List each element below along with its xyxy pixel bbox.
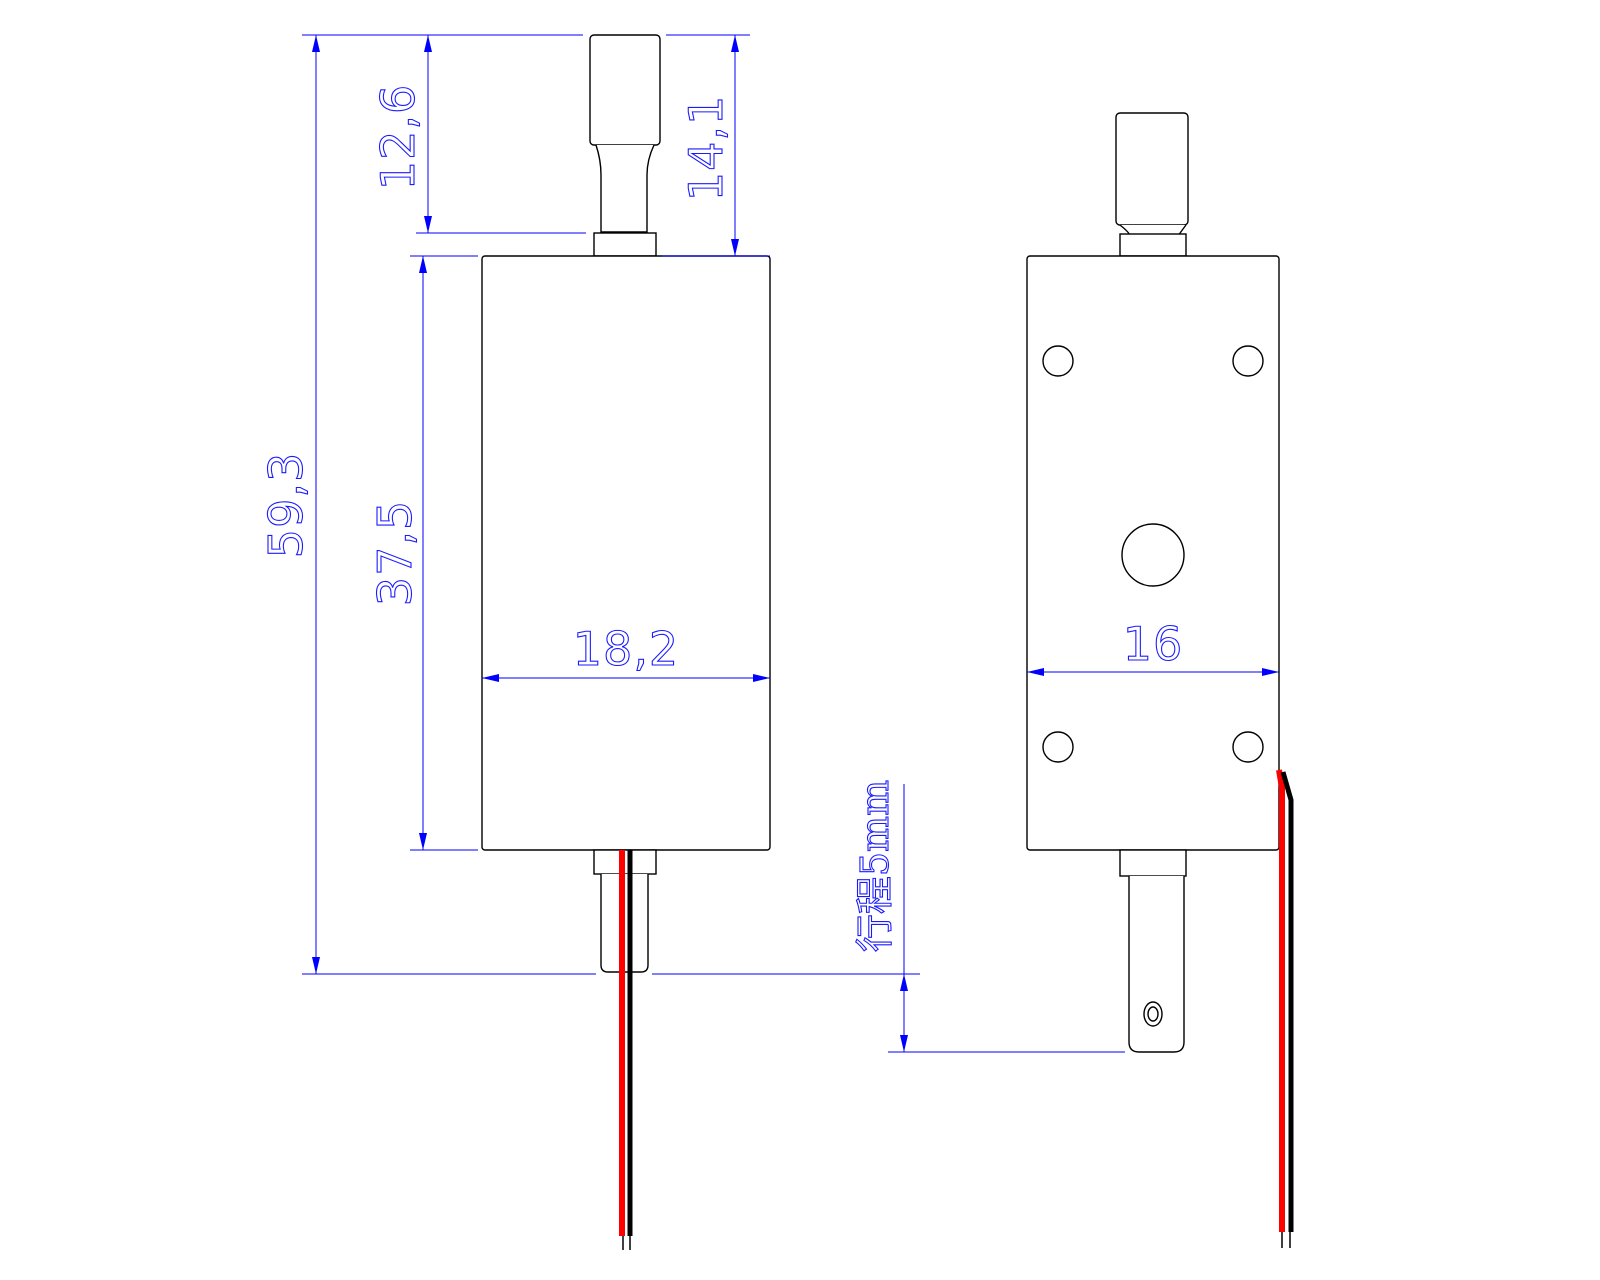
- dim-body-length: 37,5: [368, 500, 422, 606]
- dim-body-width-side: 16: [1123, 617, 1184, 671]
- side-bottom-shaft: [1128, 876, 1185, 1053]
- side-view: [1026, 112, 1294, 1248]
- dimension-lines: [302, 34, 1279, 1053]
- dimension-labels: 59,3 12,6 37,5 14,1 18,2 16 行程5mm: [258, 83, 1184, 952]
- mount-hole-icon: [1232, 345, 1264, 377]
- mount-hole-icon: [1042, 345, 1074, 377]
- dim-plunger-length-a: 12,6: [371, 84, 425, 190]
- front-body: [481, 255, 771, 851]
- side-black-wire: [1280, 771, 1294, 1232]
- front-view: [481, 34, 771, 1250]
- dim-body-width-front: 18,2: [573, 622, 679, 676]
- mount-hole-icon: [1042, 731, 1074, 763]
- side-red-wire: [1276, 769, 1285, 1232]
- mount-hole-icon: [1232, 731, 1264, 763]
- center-hole-icon: [1121, 523, 1185, 587]
- front-plunger-head: [589, 34, 661, 146]
- front-plunger-neck: [595, 144, 655, 233]
- pin-hole-inner-icon: [1147, 1006, 1159, 1022]
- front-top-collar: [593, 232, 657, 257]
- dim-stroke: 行程5mm: [853, 780, 897, 952]
- side-top-collar: [1119, 233, 1187, 257]
- side-bottom-collar: [1119, 849, 1187, 877]
- dim-total-length: 59,3: [259, 452, 313, 558]
- side-plunger-head: [1115, 112, 1189, 226]
- dim-plunger-length-b: 14,1: [679, 95, 733, 201]
